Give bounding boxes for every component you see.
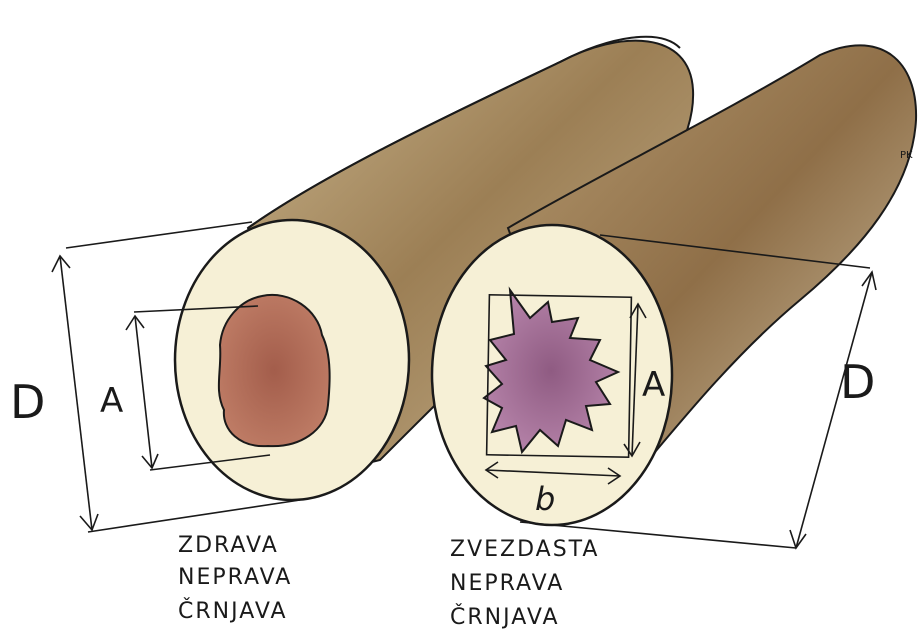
right-caption-line-3: ČRNJAVA <box>450 604 560 630</box>
right-caption: ZVEZDASTA NEPRAVA ČRNJAVA <box>450 537 599 630</box>
left-caption-line-3: ČRNJAVA <box>178 598 288 624</box>
right-caption-line-1: ZVEZDASTA <box>450 537 599 562</box>
left-caption-line-2: NEPRAVA <box>178 565 292 590</box>
right-d-label: D <box>840 355 875 409</box>
left-caption: ZDRAVA NEPRAVA ČRNJAVA <box>178 533 292 624</box>
right-b-label: b <box>535 480 555 518</box>
left-a-label: A <box>100 381 123 421</box>
left-d-label: D <box>10 375 45 429</box>
left-log-heart <box>219 295 330 446</box>
right-d-arrow <box>796 272 872 548</box>
right-a-label: A <box>642 365 665 405</box>
artist-signature: PK <box>900 150 913 161</box>
left-caption-line-1: ZDRAVA <box>178 533 279 558</box>
right-caption-line-2: NEPRAVA <box>450 571 564 596</box>
left-a-arrow <box>135 316 152 468</box>
left-d-arrow <box>60 256 92 530</box>
